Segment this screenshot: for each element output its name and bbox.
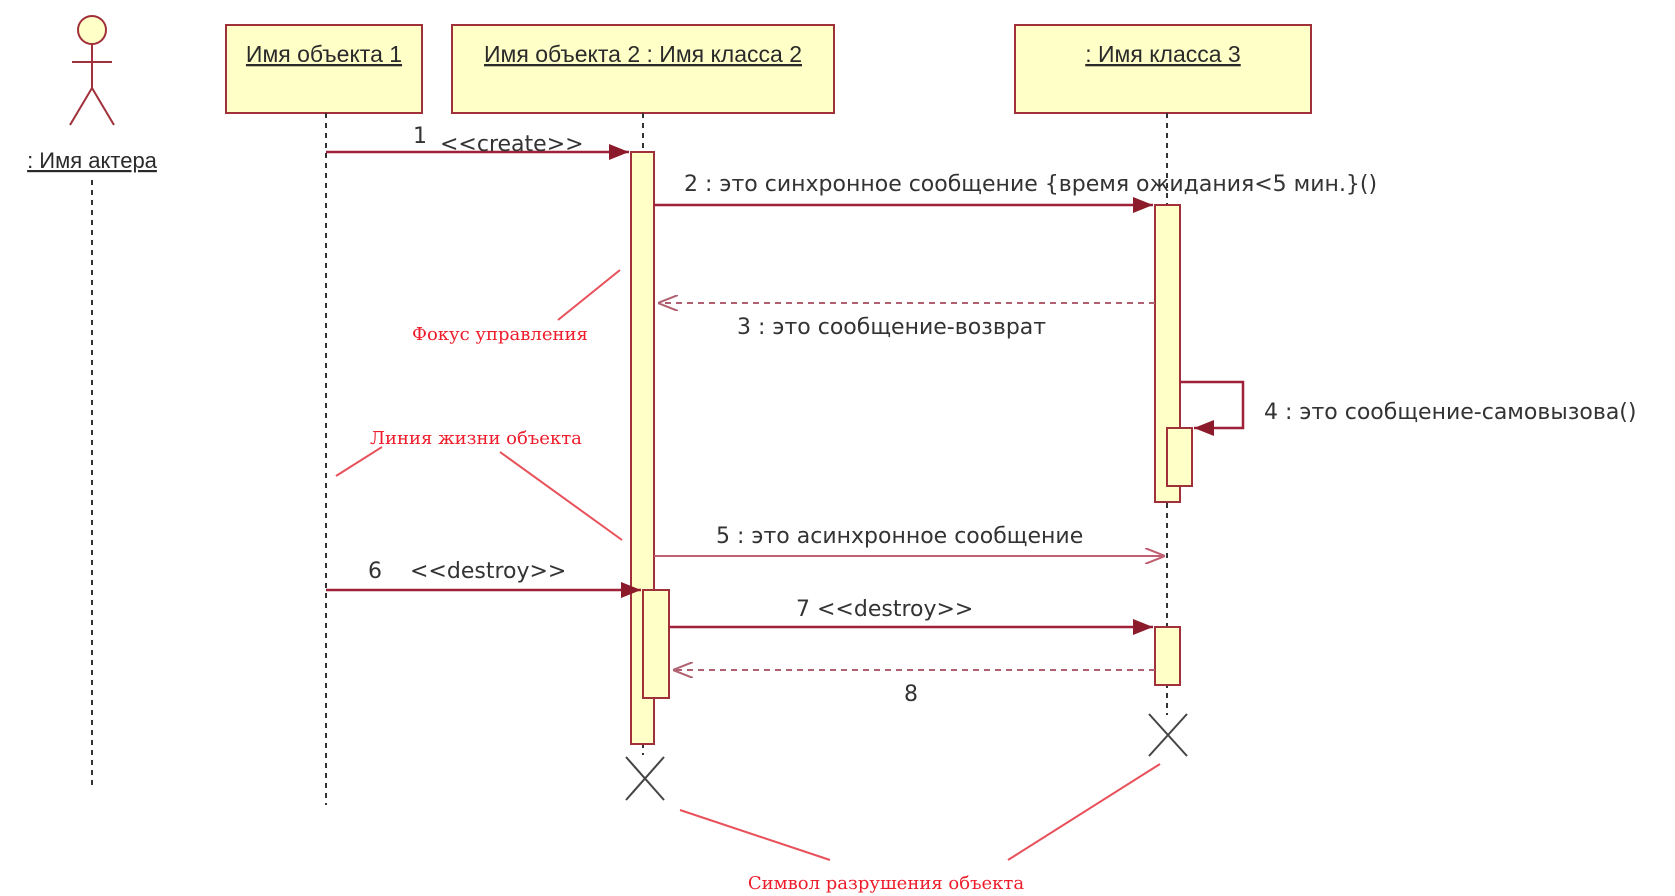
object-3-label: : Имя класса 3	[1085, 41, 1240, 67]
object-1-box	[225, 24, 423, 114]
actor-head	[77, 15, 107, 45]
activation-object-3-destroy	[1154, 626, 1181, 686]
object-1: Имя объекта 1	[225, 24, 423, 805]
object-1-label: Имя объекта 1	[246, 41, 402, 67]
destroy-symbol-object-3	[1148, 713, 1188, 757]
annotation-destruction-pointer-right	[1007, 763, 1161, 861]
message-5-label: 5 : это асинхронное сообщение	[716, 524, 1083, 549]
message-1-number: 1	[413, 124, 427, 149]
actor-label: : Имя актера	[27, 148, 158, 173]
object-3: : Имя класса 3	[1014, 24, 1312, 715]
message-7-label: 7 <<destroy>>	[796, 597, 973, 622]
object-2-label: Имя объекта 2 : Имя класса 2	[484, 41, 802, 67]
annotation-focus-label: Фокус управления	[412, 324, 588, 345]
annotation-focus-pointer	[557, 269, 621, 321]
destroy-symbol-object-2	[625, 756, 665, 801]
message-3-label: 3 : это сообщение-возврат	[737, 315, 1046, 340]
actor-leg-left	[69, 87, 93, 126]
annotation-lifeline-pointer-left	[335, 446, 383, 477]
annotation-lifeline-label: Линия жизни объекта	[370, 428, 582, 449]
message-6-stereotype: <<destroy>>	[410, 559, 566, 584]
annotation-destruction-pointer-left	[679, 809, 831, 861]
message-4-arrow	[1180, 380, 1245, 436]
message-8-label: 8	[904, 682, 918, 707]
actor-leg-right	[91, 87, 115, 126]
object-3-box	[1014, 24, 1312, 114]
message-2-label: 2 : это синхронное сообщение {время ожид…	[684, 172, 1377, 197]
message-1-stereotype: <<create>>	[440, 132, 584, 157]
actor: : Имя актера	[27, 15, 158, 790]
annotation-destruction-label: Символ разрушения объекта	[748, 873, 1025, 894]
annotation-lifeline-pointer-right	[499, 451, 623, 541]
activation-object-2-nested	[642, 589, 670, 699]
object-2-box	[451, 24, 835, 114]
message-4-label: 4 : это сообщение-самовызова()	[1264, 400, 1636, 425]
message-6-number: 6	[368, 559, 382, 584]
activation-object-3-nested	[1166, 427, 1193, 487]
